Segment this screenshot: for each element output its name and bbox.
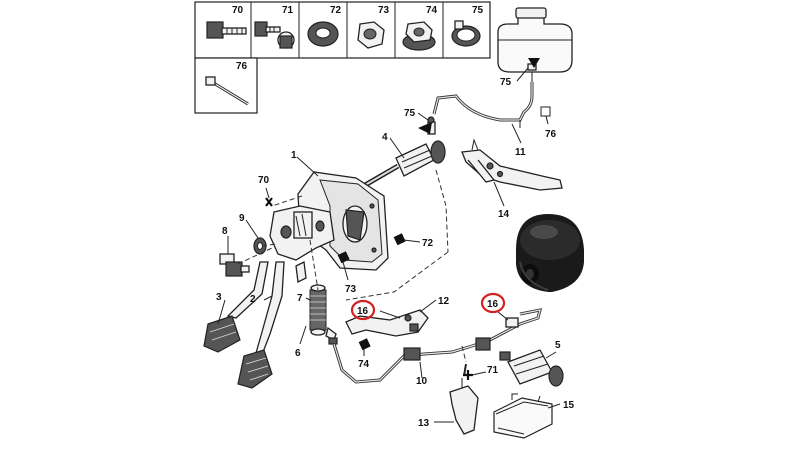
callout-16-right: 16	[487, 299, 499, 310]
marker-74	[358, 338, 371, 351]
hydraulic-line	[332, 308, 543, 384]
callout-9: 9	[239, 213, 245, 224]
clutch-pedal	[237, 261, 285, 389]
legend-label-72: 72	[330, 5, 342, 16]
washer-icon	[307, 21, 339, 47]
callout-labels: 1 2 3 4 5 6 7 8 9 10 11 12 13 14 15 16 1…	[216, 77, 575, 429]
marker-72	[393, 233, 406, 246]
legend-label-75: 75	[472, 5, 484, 16]
callout-70: 70	[258, 175, 270, 186]
callout-73: 73	[345, 284, 357, 295]
brake-pedal	[203, 261, 269, 353]
marker-75a	[418, 122, 432, 134]
callout-15: 15	[563, 400, 575, 411]
callout-74: 74	[358, 359, 370, 370]
callout-14: 14	[498, 209, 510, 220]
callout-5: 5	[555, 340, 561, 351]
assembly-guides	[237, 169, 467, 363]
fastener-markers	[265, 58, 540, 380]
callout-11: 11	[515, 147, 526, 158]
fluid-reservoir	[497, 7, 573, 117]
callout-75-hose: 75	[404, 108, 416, 119]
callout-1: 1	[291, 150, 297, 161]
legend-label-76: 76	[236, 61, 248, 72]
callout-6: 6	[295, 348, 301, 359]
screw-icon	[254, 21, 295, 49]
callout-71: 71	[487, 365, 499, 376]
callout-7: 7	[297, 293, 303, 304]
cable-tie-icon	[205, 76, 249, 106]
callout-8: 8	[222, 226, 228, 237]
legend-label-73: 73	[378, 5, 390, 16]
hose-clamp-icon	[451, 20, 481, 47]
callout-75-reservoir: 75	[500, 77, 512, 88]
highlighted-callouts	[350, 292, 506, 321]
highlight-ring-left	[350, 299, 376, 321]
clutch-master-cylinder	[355, 116, 446, 194]
marker-73	[337, 251, 350, 264]
support-bracket-14	[461, 138, 563, 191]
callout-3: 3	[216, 292, 222, 303]
cable-guard-15	[493, 393, 553, 439]
legend-label-74: 74	[426, 5, 438, 16]
highlight-ring-right	[480, 292, 506, 314]
pedal-hanger	[269, 205, 335, 261]
hex-nut-icon	[357, 21, 385, 49]
callout-13: 13	[418, 418, 430, 429]
line-bracket-12	[345, 309, 429, 337]
callout-10: 10	[416, 376, 428, 387]
flange-nut-icon	[402, 21, 436, 51]
marker-70	[265, 197, 273, 207]
callout-76: 76	[545, 129, 557, 140]
pedal-switch-8	[219, 253, 250, 277]
marker-75b	[528, 58, 540, 68]
callout-2: 2	[250, 294, 256, 305]
callout-72: 72	[422, 238, 434, 249]
pushrod-clip	[325, 326, 338, 345]
clutch-slave-cylinder	[499, 349, 564, 387]
fastener-legend: 70 71 72 73 74 75 76	[194, 1, 491, 114]
legend-label-71: 71	[282, 5, 294, 16]
marker-71	[463, 370, 473, 380]
bolt-washer-icon	[206, 21, 247, 39]
rubber-bushing-photo	[516, 214, 584, 292]
supply-hose	[432, 82, 534, 128]
callout-4: 4	[382, 132, 388, 143]
leader-lines	[217, 67, 561, 423]
callout-16-left: 16	[357, 306, 369, 317]
callout-12: 12	[438, 296, 450, 307]
pivot-bushing-9	[253, 237, 267, 255]
legend-label-70: 70	[232, 5, 244, 16]
mounting-bracket-13	[449, 363, 479, 435]
